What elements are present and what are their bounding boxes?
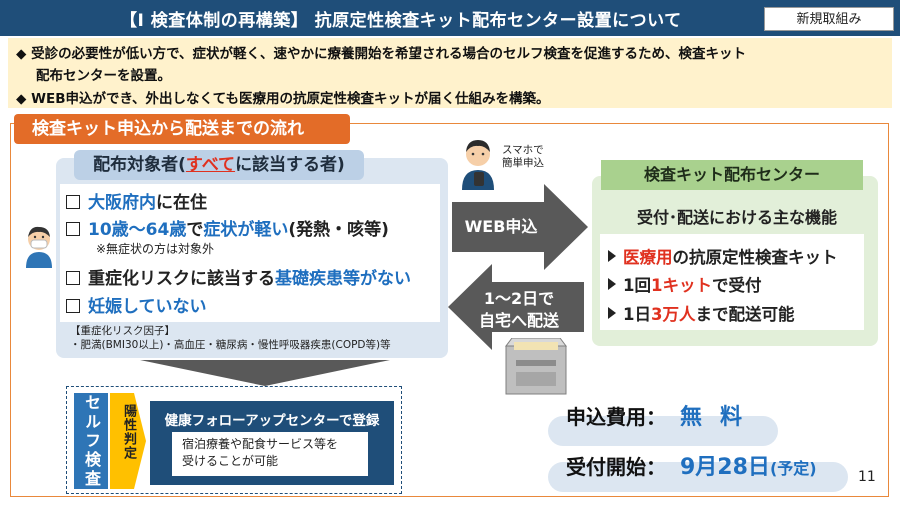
start-pill — [548, 462, 848, 492]
smartphone-label-line2: 簡単申込 — [502, 157, 544, 169]
asymptomatic-note: ※無症状の方は対象外 — [96, 242, 215, 256]
masked-person-icon — [26, 226, 52, 268]
target-header: 配布対象者(すべてに該当する者) — [74, 150, 364, 180]
mailbox-icon — [505, 338, 567, 395]
positive-result-label: 陽性判定 — [121, 404, 136, 460]
intro-line-2: 配布センターを設置。 — [36, 68, 171, 84]
feature-medical-kit: 医療用の抗原定性検査キット — [608, 244, 838, 268]
fee-value: 無料 — [680, 405, 761, 430]
checkbox-icon — [66, 195, 80, 209]
smartphone-label: スマホで 簡単申込 — [502, 144, 544, 170]
condition-no-disease: 重症化リスクに該当する基礎疾患等がない — [66, 264, 411, 289]
followup-services-line1: 宿泊療養や配食サービス等を — [182, 437, 339, 451]
checkbox-icon — [66, 271, 80, 285]
page-number: 11 — [858, 469, 876, 485]
header-bar — [0, 0, 900, 36]
triangle-bullet-icon — [608, 307, 616, 319]
fee-label: 申込費用： — [566, 405, 666, 429]
intro-box — [8, 38, 892, 108]
start-date-note: (予定) — [769, 459, 817, 478]
smartphone-user-icon — [462, 140, 494, 190]
triangle-bullet-icon — [608, 250, 616, 262]
start-date: 9月28日 — [680, 455, 770, 480]
intro-line-3: ◆ WEB申込ができ、外出しなくても医療用の抗原定性検査キットが届く仕組みを構築… — [16, 91, 550, 107]
delivery-home-label: 自宅へ配送 — [478, 311, 559, 330]
positive-result-arrow — [110, 393, 146, 489]
home-delivery-arrow — [448, 264, 584, 350]
down-arrow — [140, 360, 390, 386]
web-application-label: WEB申込 — [464, 217, 538, 236]
condition-not-pregnant: 妊娠していない — [66, 292, 207, 317]
page-title: 【Ⅰ 検査体制の再構築】 抗原定性検査キット配布センター設置について — [120, 11, 682, 31]
fee-pill — [548, 416, 778, 446]
risk-factors-title: 【重症化リスク因子】 — [70, 325, 175, 337]
checkbox-icon — [66, 299, 80, 313]
checkbox-icon — [66, 222, 80, 236]
distribution-center-header: 検査キット配布センター — [601, 160, 863, 190]
home-delivery-label: 1～2日で 自宅へ配送 — [473, 288, 565, 332]
risk-factors-body: ・肥満(BMI30以上)・高血圧・糖尿病・慢性呼吸器疾患(COPD等)等 — [70, 339, 391, 351]
feature-one-kit: 1回1キットで受付 — [608, 272, 761, 296]
delivery-days-label: 1～2日で — [483, 289, 555, 308]
self-test-label: セルフ検査 — [74, 393, 108, 489]
triangle-bullet-icon — [608, 278, 616, 290]
risk-factors-note: 【重症化リスク因子】 ・肥満(BMI30以上)・高血圧・糖尿病・慢性呼吸器疾患(… — [70, 324, 391, 352]
followup-center-title: 健康フォローアップセンターで登録 — [164, 413, 380, 429]
flow-title: 検査キット申込から配送までの流れ — [14, 114, 350, 144]
target-conditions-list — [60, 184, 440, 322]
intro-line-1: ◆ 受診の必要性が低い方で、症状が軽く、速やかに療養開始を希望される場合のセルフ… — [16, 46, 747, 62]
smartphone-label-line1: スマホで — [502, 144, 544, 156]
condition-residence: 大阪府内に在住 — [66, 188, 207, 213]
start-label: 受付開始： — [566, 455, 666, 479]
feature-daily-capacity: 1日3万人まで配送可能 — [608, 301, 794, 325]
condition-age-symptoms: 10歳～64歳で症状が軽い(発熱・咳等) — [66, 215, 389, 240]
followup-services-line2: 受けることが可能 — [182, 454, 279, 468]
self-test-box — [66, 386, 402, 494]
new-initiative-badge: 新規取組み — [764, 7, 894, 31]
start-value: 9月28日(予定) — [680, 449, 817, 481]
distribution-center-features — [600, 234, 864, 330]
distribution-center-subtitle: 受付･配送における主な機能 — [636, 208, 837, 227]
web-application-arrow — [452, 184, 588, 270]
followup-services: 宿泊療養や配食サービス等を 受けることが可能 — [172, 432, 368, 476]
